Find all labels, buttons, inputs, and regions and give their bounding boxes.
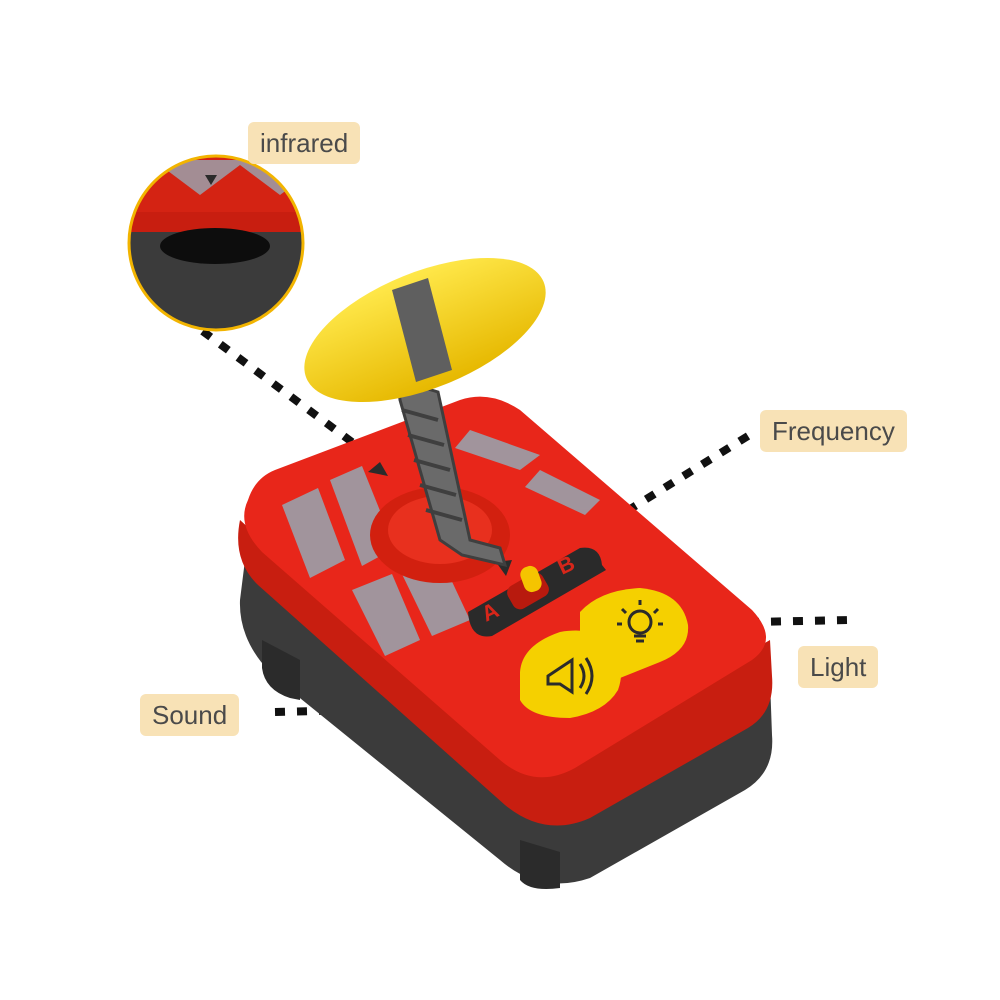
remote-device: A B — [238, 228, 773, 889]
horn-icon — [546, 657, 594, 695]
frequency-label: Frequency — [760, 410, 907, 452]
lever-shaft[interactable] — [396, 377, 508, 568]
infrared-leader-line — [182, 314, 363, 452]
infrared-label: infrared — [248, 122, 361, 164]
body-top — [244, 396, 767, 778]
body-rim — [238, 520, 773, 826]
arrow-up-mark — [368, 462, 388, 476]
base-feet — [262, 640, 560, 889]
infrared-zoom-inset — [127, 154, 305, 332]
lever-ridges — [401, 408, 463, 522]
sound-label: Sound — [140, 694, 240, 736]
infrared-sensor — [160, 228, 270, 264]
lightbulb-icon — [617, 600, 663, 643]
lever-handle[interactable] — [285, 228, 566, 431]
light-label: Light — [798, 646, 879, 688]
frequency-switch[interactable] — [504, 564, 552, 613]
